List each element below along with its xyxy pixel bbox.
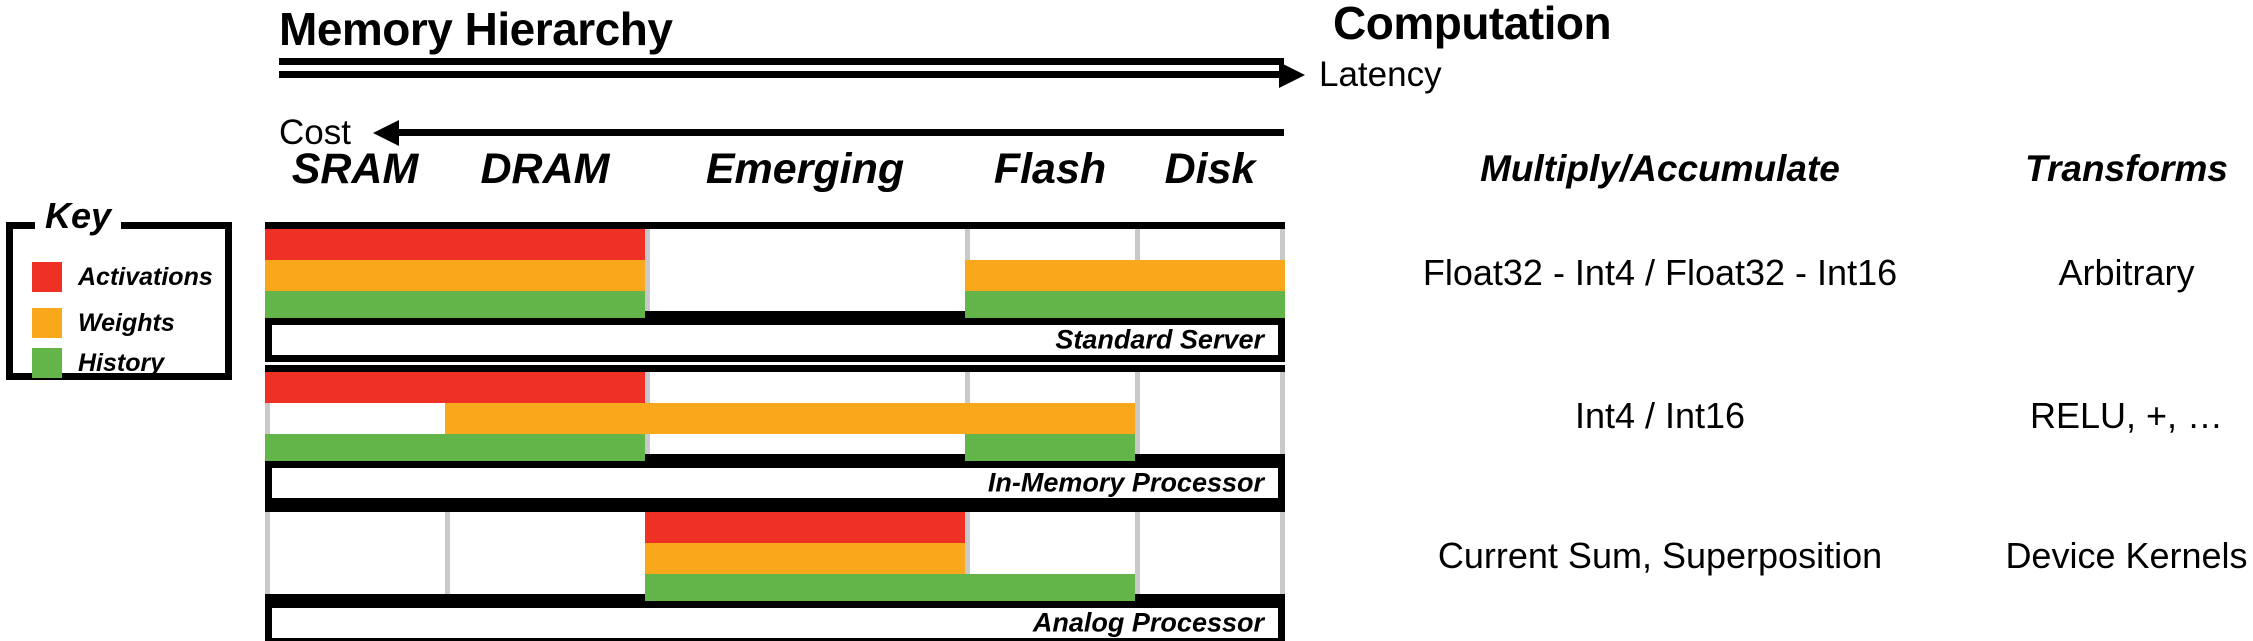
arrow-right-icon <box>1279 62 1305 88</box>
computation-header-transforms: Transforms <box>2025 148 2228 189</box>
memory-hierarchy-title: Memory Hierarchy <box>279 3 673 55</box>
memory-bar-segment-history <box>965 291 1285 322</box>
memory-column-divider <box>965 512 970 594</box>
key-color-swatch <box>32 348 62 378</box>
memory-row-label: In-Memory Processor <box>987 467 1264 498</box>
memory-bar-segment-history <box>645 574 1135 605</box>
key-legend-label: Activations <box>78 262 213 291</box>
computation-cell-transforms: Device Kernels <box>2005 535 2248 576</box>
memory-row-bars-inner <box>265 512 1285 605</box>
memory-bar-segment-activations <box>645 512 965 543</box>
computation-cell-mac: Current Sum, Superposition <box>1437 535 1883 576</box>
memory-column-divider <box>1280 512 1285 594</box>
memory-row-label-box: Analog Processor <box>265 601 1285 641</box>
computation-header-mac: Multiply/Accumulate <box>1480 148 1840 189</box>
memory-row-label-box: In-Memory Processor <box>265 461 1285 505</box>
memory-column-divider <box>1135 372 1140 454</box>
memory-column-header-dram: DRAM <box>480 145 610 193</box>
memory-title-rule <box>279 58 1284 65</box>
arrow-left-icon <box>373 120 399 146</box>
key-legend-item: Weights <box>32 308 175 338</box>
memory-row-label: Analog Processor <box>1032 607 1264 638</box>
memory-bar-segment-weights <box>445 403 1135 434</box>
cost-arrow-line <box>399 129 1284 136</box>
memory-column-header-disk: Disk <box>1164 145 1256 193</box>
memory-column-divider <box>645 229 650 311</box>
memory-row-bars <box>265 222 1285 322</box>
memory-row-label-box: Standard Server <box>265 318 1285 362</box>
memory-column-divider <box>1280 372 1285 454</box>
key-legend-title: Key <box>35 198 122 234</box>
memory-row-bars-inner <box>265 372 1285 465</box>
computation-cell-transforms: Arbitrary <box>2058 252 2195 293</box>
memory-column-divider <box>1135 512 1140 594</box>
computation-cell-mac: Float32 - Int4 / Float32 - Int16 <box>1422 252 1898 293</box>
key-color-swatch <box>32 308 62 338</box>
memory-bar-segment-history <box>965 434 1135 465</box>
key-color-swatch <box>32 262 62 292</box>
computation-cell-transforms: RELU, +, … <box>2029 395 2224 436</box>
memory-row-bars <box>265 365 1285 465</box>
memory-column-divider <box>265 372 270 454</box>
computation-cell-mac: Int4 / Int16 <box>1574 395 1746 436</box>
memory-bar-segment-activations <box>265 229 645 260</box>
memory-row-bars-inner <box>265 229 1285 322</box>
latency-axis-label: Latency <box>1319 55 1442 94</box>
key-legend-label: Weights <box>78 308 175 337</box>
latency-arrow-line <box>279 71 1284 78</box>
memory-row-bars <box>265 505 1285 605</box>
memory-column-header-sram: SRAM <box>291 145 419 193</box>
memory-bar-segment-weights <box>645 543 965 574</box>
key-legend-item: History <box>32 348 164 378</box>
memory-column-header-flash: Flash <box>993 145 1107 193</box>
memory-bar-segment-history <box>265 291 645 322</box>
memory-bar-segment-weights <box>265 260 645 291</box>
computation-title: Computation <box>1333 0 1612 49</box>
memory-bar-segment-activations <box>265 372 645 403</box>
memory-column-divider <box>445 512 450 594</box>
memory-row-label: Standard Server <box>1055 324 1264 355</box>
cost-axis-label: Cost <box>279 113 351 152</box>
key-legend-label: History <box>78 348 165 377</box>
memory-column-divider <box>265 512 270 594</box>
memory-column-header-emerging: Emerging <box>705 145 905 193</box>
cost-axis: Cost <box>279 115 1284 150</box>
memory-bar-segment-weights <box>965 260 1285 291</box>
key-legend-item: Activations <box>32 262 213 292</box>
memory-bar-segment-history <box>265 434 645 465</box>
latency-axis: Latency <box>279 57 1442 92</box>
